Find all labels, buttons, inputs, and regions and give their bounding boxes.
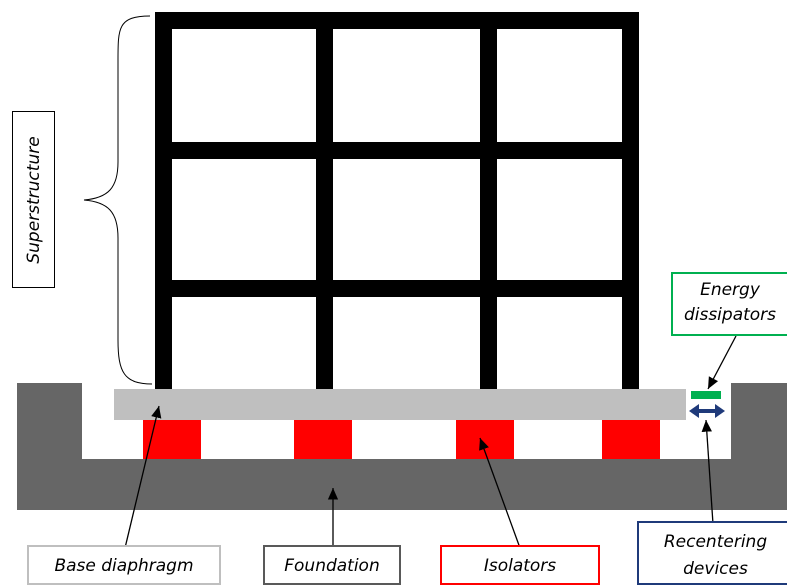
energy-dissipator-device — [691, 391, 721, 399]
superstructure-brace — [83, 15, 153, 385]
base-diaphragm-label: Base diaphragm — [27, 545, 221, 585]
isolator — [143, 420, 201, 459]
recentering-arrow — [701, 419, 714, 525]
isolators-arrow — [479, 437, 521, 549]
isolator — [602, 420, 660, 459]
base-diaphragm-arrow — [124, 405, 162, 549]
superstructure-label-text: Superstructure — [23, 135, 44, 264]
recentering-device — [689, 404, 725, 418]
superstructure-label: Superstructure — [12, 111, 55, 288]
column — [316, 12, 333, 389]
recentering-devices-label: Recentering devices — [637, 521, 787, 585]
energy-dissipators-label: Energy dissipators — [671, 272, 787, 336]
beam — [155, 12, 639, 29]
column — [155, 12, 172, 389]
beam — [155, 280, 639, 297]
foundation-label: Foundation — [263, 545, 401, 585]
superstructure-frame — [155, 12, 639, 389]
foundation — [17, 383, 787, 510]
isolator — [294, 420, 352, 459]
energy-dissipators-arrow — [707, 335, 737, 390]
base-diaphragm-slab — [114, 389, 686, 420]
isolators — [143, 420, 660, 459]
column — [480, 12, 497, 389]
column — [622, 12, 639, 389]
pointer-arrows — [124, 335, 737, 549]
energy-dissipators-label-line2: dissipators — [683, 305, 777, 325]
energy-dissipators-label-line1: Energy — [700, 280, 760, 300]
isolators-label: Isolators — [440, 545, 600, 585]
beam — [155, 142, 639, 159]
recentering-label-line2: devices — [683, 559, 748, 579]
recentering-label-line1: Recentering — [663, 532, 768, 552]
